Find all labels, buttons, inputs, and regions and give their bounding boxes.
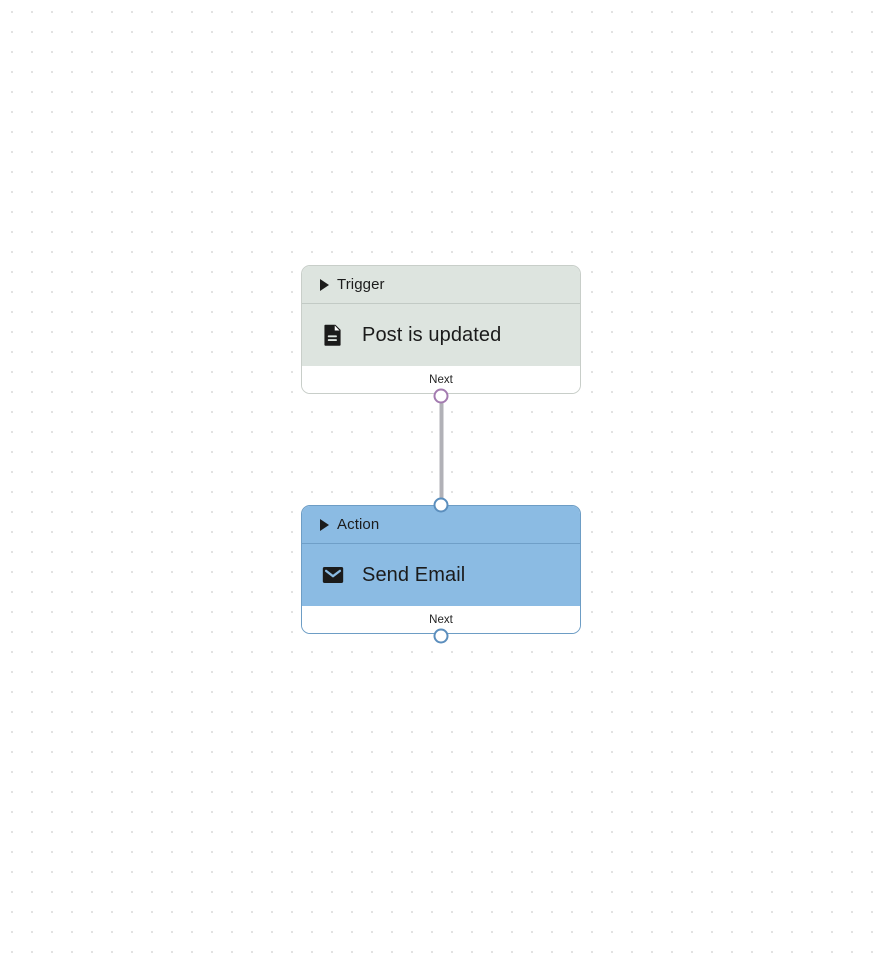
trigger-node-footer: Next xyxy=(302,366,580,393)
trigger-node-body[interactable]: Post is updated xyxy=(302,304,580,366)
trigger-next-label: Next xyxy=(429,373,453,386)
trigger-node-title: Post is updated xyxy=(362,323,502,346)
workflow-node-trigger[interactable]: Trigger Post is updated Next xyxy=(301,265,581,404)
action-node-title: Send Email xyxy=(362,563,466,586)
action-source-handle[interactable] xyxy=(433,628,449,644)
trigger-node-frame: Trigger Post is updated Next xyxy=(301,265,581,394)
trigger-node-header[interactable]: Trigger xyxy=(302,266,580,304)
action-next-label: Next xyxy=(429,613,453,626)
trigger-header-label: Trigger xyxy=(337,276,385,293)
action-node-body[interactable]: Send Email xyxy=(302,544,580,606)
action-target-handle[interactable] xyxy=(433,497,449,513)
expand-caret-icon[interactable] xyxy=(320,518,329,531)
expand-caret-icon[interactable] xyxy=(320,278,329,291)
workflow-node-action[interactable]: Action Send Email Next xyxy=(301,497,581,644)
trigger-source-handle[interactable] xyxy=(433,388,449,404)
action-node-frame: Action Send Email Next xyxy=(301,505,581,634)
envelope-icon xyxy=(322,566,344,584)
action-header-label: Action xyxy=(337,516,380,533)
document-icon xyxy=(324,324,341,346)
